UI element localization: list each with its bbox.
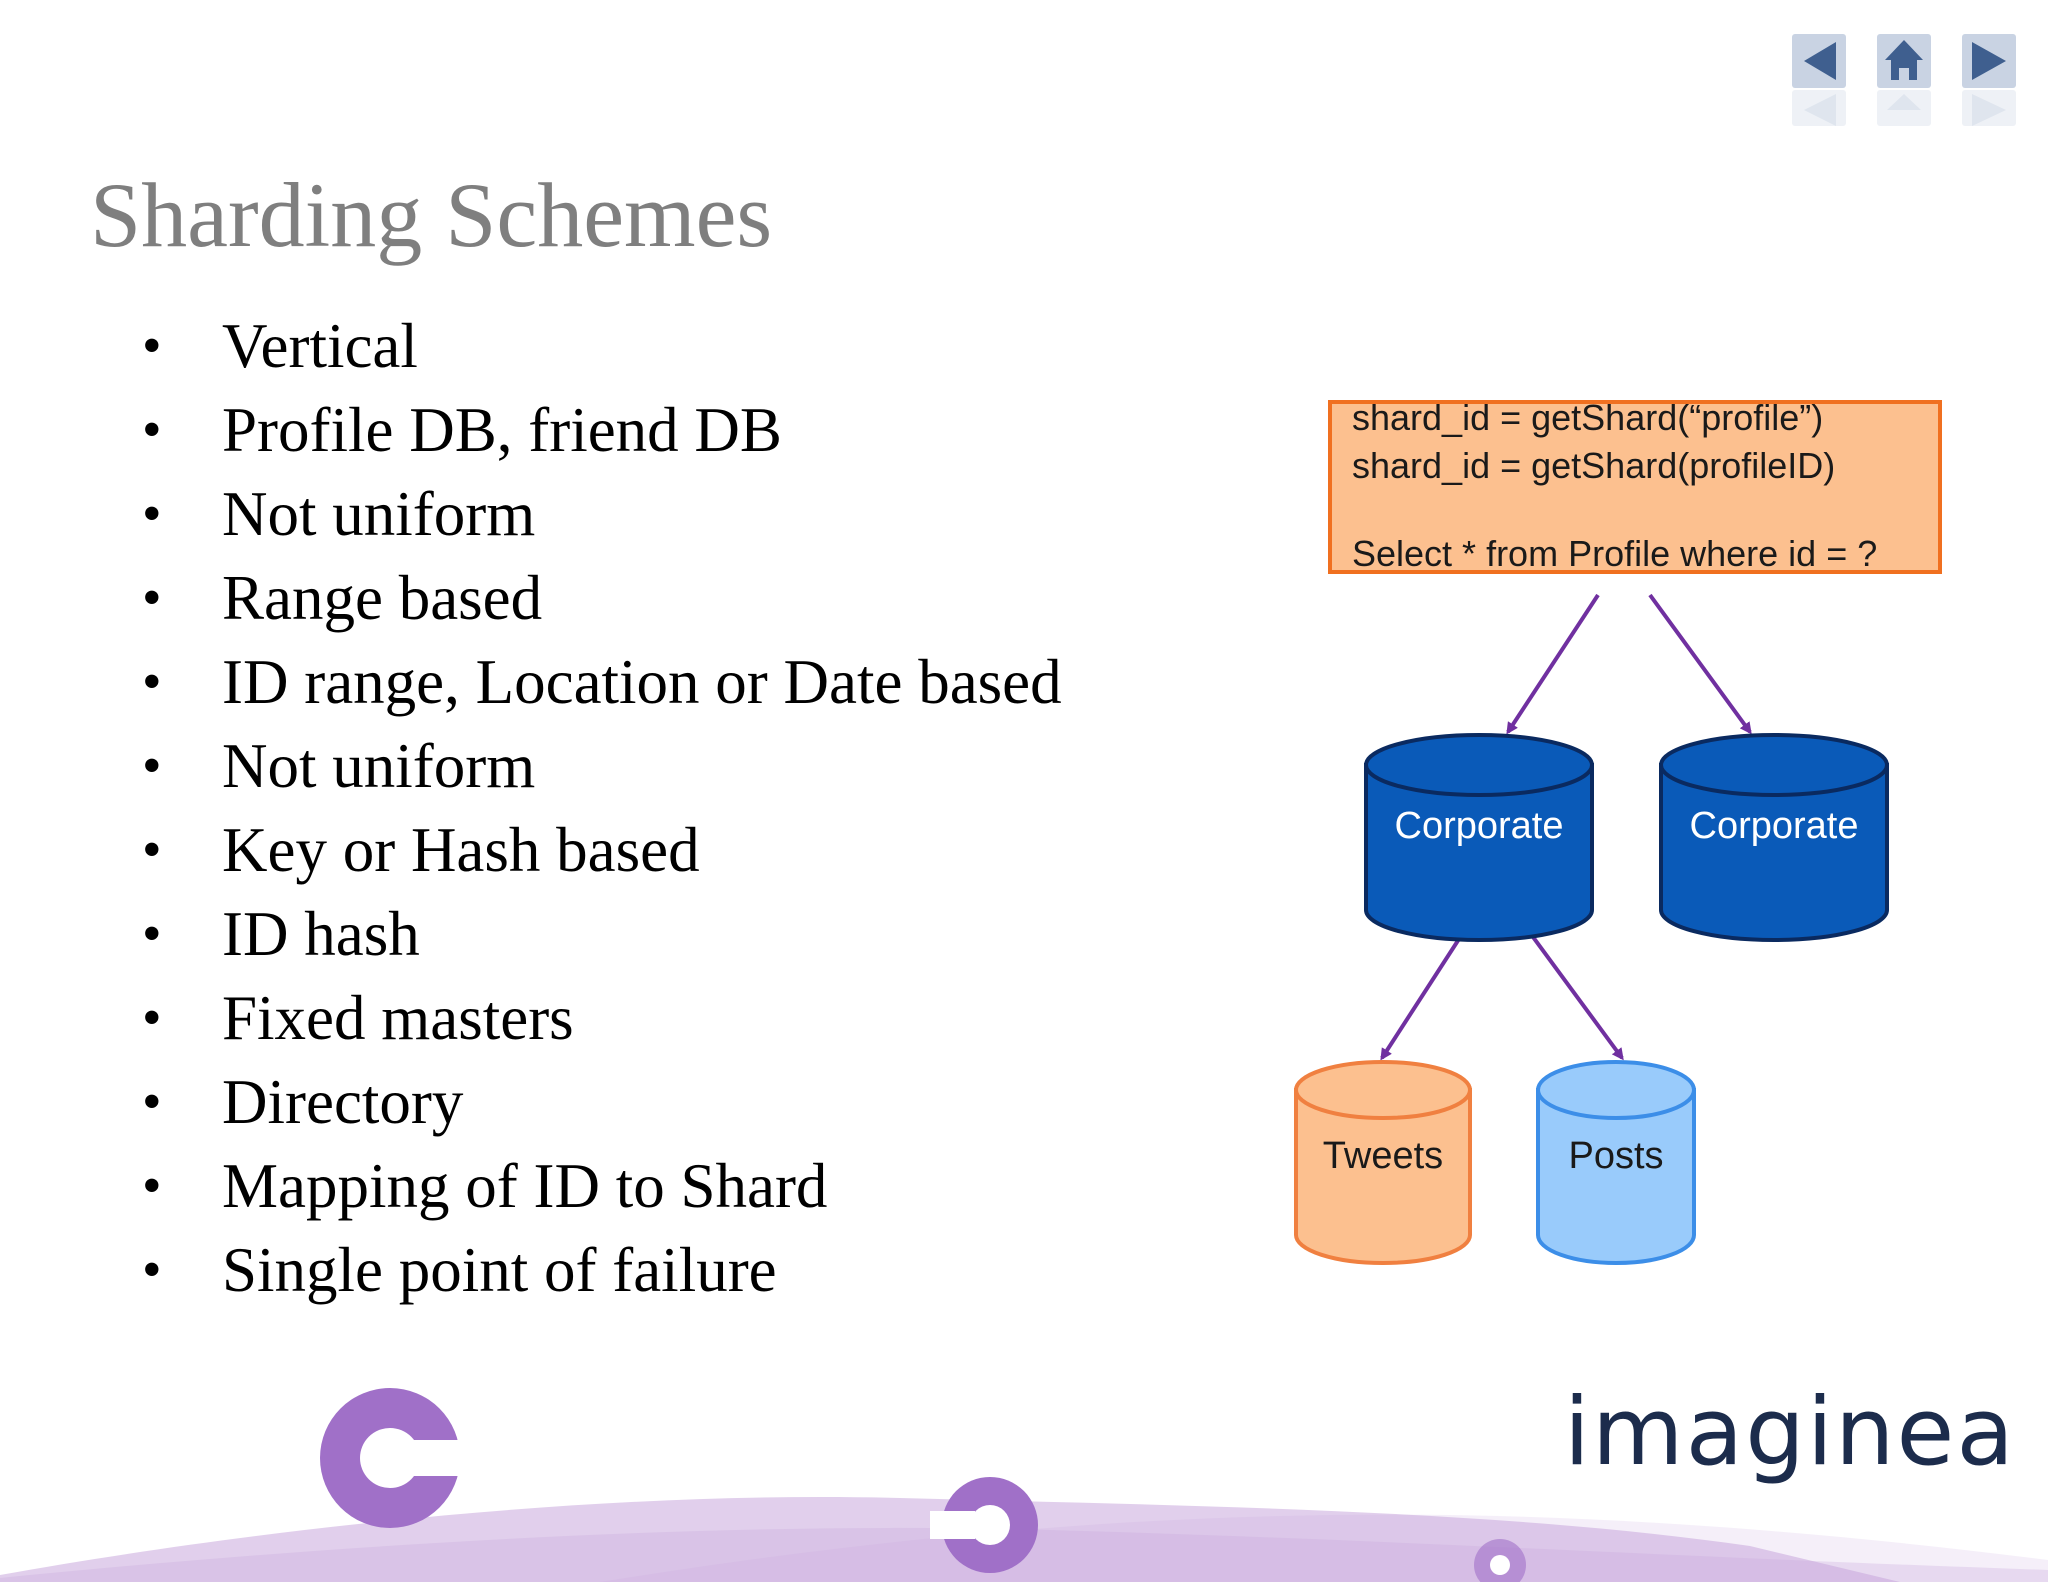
bullet-item: • Fixed masters — [140, 984, 1020, 1052]
arrow-to-corporate-2 — [1648, 593, 1752, 735]
bullet-list: • Vertical • Profile DB, friend DB • Not un… — [140, 312, 1062, 1320]
database-label: Corporate — [1395, 805, 1564, 847]
database-tweets: Tweets — [1294, 1060, 1472, 1265]
bullet-marker: • — [142, 651, 162, 713]
prev-slide-button[interactable] — [1790, 30, 1850, 130]
gear-icon — [930, 1477, 1038, 1573]
arrow-to-tweets — [1380, 920, 1472, 1061]
bullet-item: • Mapping of ID to Shard — [140, 1152, 1020, 1220]
bullet-item: • ID range, Location or Date based — [140, 648, 1082, 716]
bullet-item: • Vertical — [140, 312, 1020, 380]
next-arrow-icon — [1962, 34, 2016, 126]
bullet-marker: • — [142, 735, 162, 797]
bullet-marker: • — [142, 1071, 162, 1133]
bullet-item: • Profile DB, friend DB — [140, 396, 1020, 464]
database-label: Corporate — [1690, 805, 1859, 847]
database-label: Tweets — [1323, 1135, 1443, 1177]
bullet-marker: • — [142, 399, 162, 461]
bullet-marker: • — [142, 903, 162, 965]
bullet-text: Vertical — [222, 311, 418, 381]
code-line: shard_id = getShard(“profile”) — [1352, 397, 1823, 438]
bullet-item: • Not uniform — [140, 480, 1020, 548]
home-icon — [1877, 34, 1931, 126]
prev-arrow-icon — [1792, 34, 1846, 126]
imaginea-logo: imaginea — [1563, 1378, 2016, 1487]
footer-decoration — [0, 1388, 2048, 1582]
database-posts: Posts — [1536, 1060, 1696, 1265]
bullet-item: • Key or Hash based — [140, 816, 1020, 884]
code-line: Select * from Profile where id = ? — [1352, 533, 1877, 574]
bullet-marker: • — [142, 1155, 162, 1217]
gear-icon — [320, 1388, 470, 1528]
database-label: Posts — [1568, 1135, 1663, 1177]
bullet-text: Single point of failure — [222, 1235, 777, 1305]
bullet-text: Not uniform — [222, 731, 536, 801]
code-box-background — [1328, 400, 1942, 574]
bullet-text: ID hash — [222, 899, 420, 969]
bullet-item: • Range based — [140, 564, 1020, 632]
bullet-item: • Single point of failure — [140, 1236, 1020, 1304]
slide-navigation — [1790, 30, 2020, 140]
database-corporate-1: Corporate — [1364, 733, 1594, 942]
arrow-to-posts — [1520, 920, 1624, 1061]
gear-icon — [1474, 1539, 1526, 1582]
bullet-text: Fixed masters — [222, 983, 574, 1053]
bullet-item: • ID hash — [140, 900, 1020, 968]
next-slide-button[interactable] — [1960, 30, 2020, 130]
bullet-marker: • — [142, 819, 162, 881]
code-line: shard_id = getShard(profileID) — [1352, 445, 1835, 486]
wave-band — [600, 1514, 2048, 1582]
sharding-diagram: shard_id = getShard(“profile”) shard_id … — [1294, 397, 1942, 1265]
bullet-text: Mapping of ID to Shard — [222, 1151, 828, 1221]
bullet-text: Key or Hash based — [222, 815, 700, 885]
query-code-box: shard_id = getShard(“profile”) shard_id … — [1328, 397, 1942, 574]
bullet-text: Not uniform — [222, 479, 536, 549]
bullet-text: Range based — [222, 563, 543, 633]
bullet-marker: • — [142, 987, 162, 1049]
bullet-marker: • — [142, 483, 162, 545]
bullet-item: • Directory — [140, 1068, 1020, 1136]
bullet-item: • Not uniform — [140, 732, 1020, 800]
arrow-to-corporate-1 — [1506, 593, 1600, 735]
home-slide-button[interactable] — [1875, 30, 1935, 130]
bullet-marker: • — [142, 1239, 162, 1301]
bullet-marker: • — [142, 315, 162, 377]
database-corporate-2: Corporate — [1659, 733, 1889, 942]
bullet-text: Profile DB, friend DB — [222, 395, 782, 465]
bullet-text: ID range, Location or Date based — [222, 647, 1062, 717]
slide-title: Sharding Schemes — [90, 164, 773, 266]
bullet-marker: • — [142, 567, 162, 629]
bullet-text: Directory — [222, 1067, 464, 1137]
